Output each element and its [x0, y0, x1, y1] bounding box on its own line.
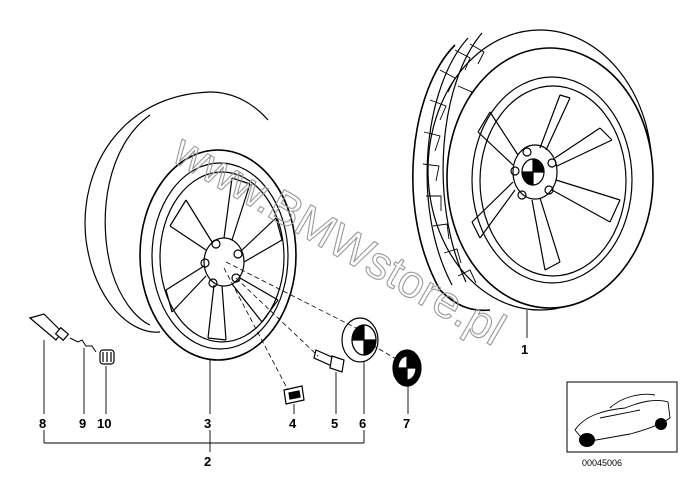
- valve-cap: [99, 349, 115, 365]
- complete-wheel-assembly: [412, 29, 654, 312]
- car-locator-thumbnail: 00045006: [566, 381, 678, 468]
- label-part-7: 7: [403, 416, 410, 431]
- label-part-9: 9: [79, 416, 86, 431]
- label-part-1: 1: [521, 342, 528, 357]
- leader-lines: [43, 310, 528, 452]
- wheel-bolt: [313, 349, 345, 373]
- label-part-8: 8: [39, 416, 46, 431]
- label-part-4: 4: [289, 416, 297, 431]
- label-part-6: 6: [359, 416, 366, 431]
- tire-valve: [28, 313, 70, 342]
- label-part-3: 3: [204, 416, 211, 431]
- hub-cap: [341, 317, 379, 363]
- diagram-reference-number: 00045006: [582, 458, 622, 468]
- rim-emblem: [283, 385, 305, 405]
- alloy-rim: [139, 149, 297, 361]
- label-part-10: 10: [97, 416, 111, 431]
- assembly-lines: [223, 261, 399, 391]
- label-part-5: 5: [331, 416, 338, 431]
- valve-insert: [69, 337, 97, 353]
- label-part-2: 2: [204, 454, 211, 469]
- bmw-badge: [392, 349, 422, 387]
